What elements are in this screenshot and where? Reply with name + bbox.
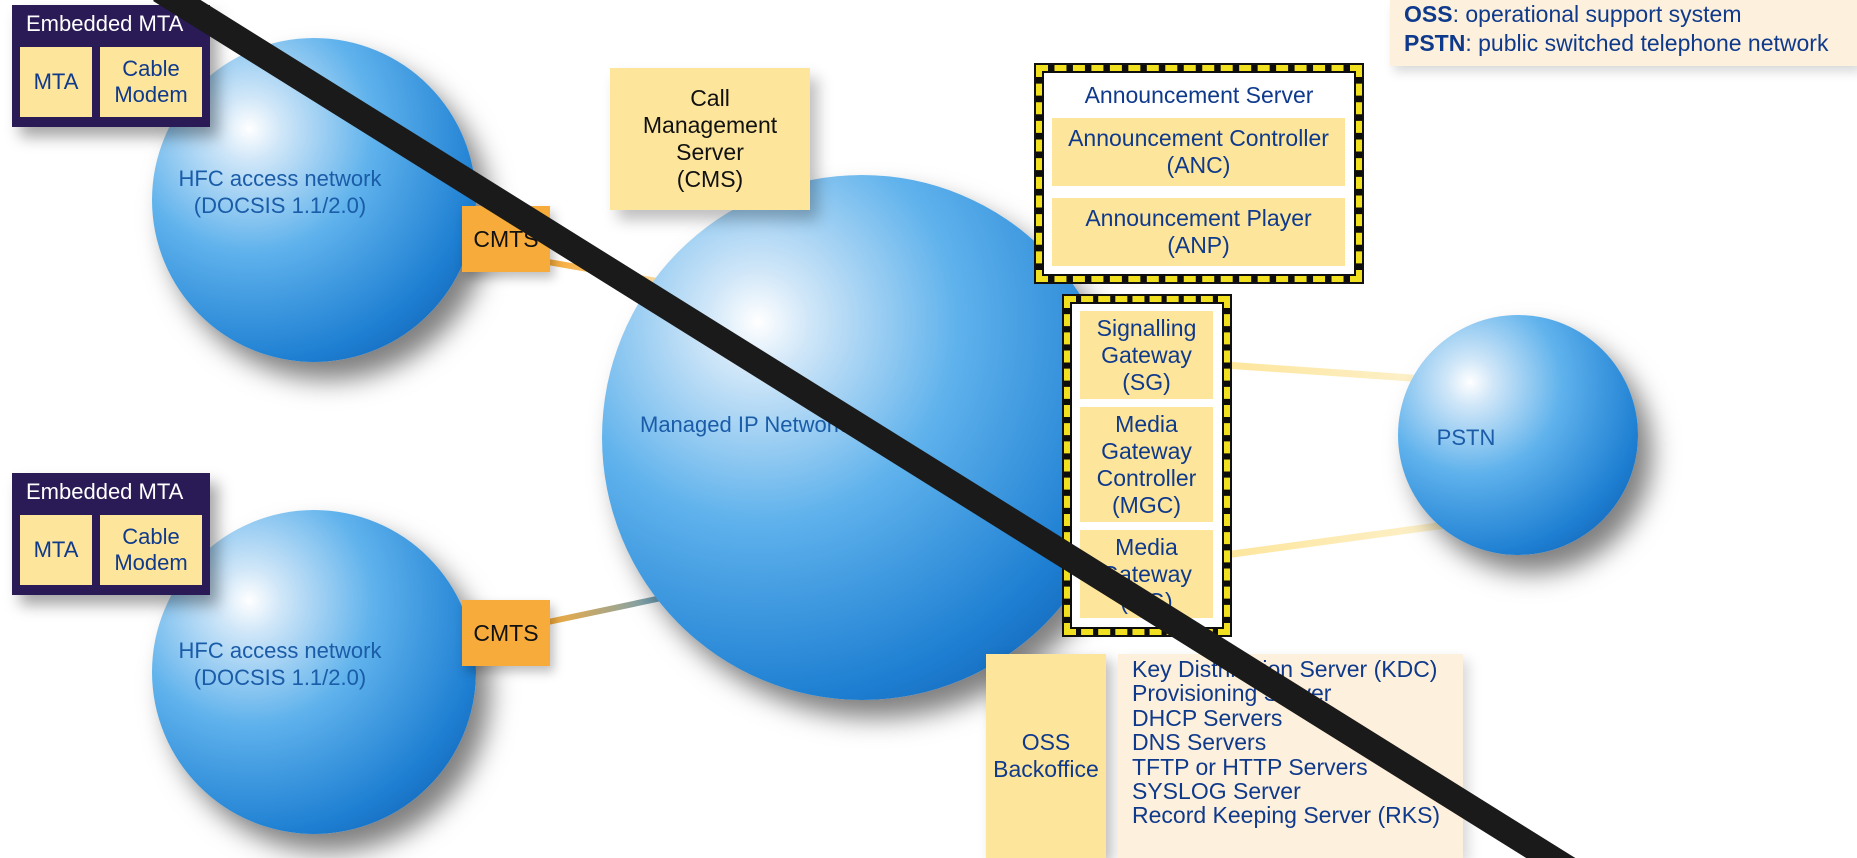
cable-modem-box: Cable Modem <box>100 47 202 117</box>
oss-server-item: TFTP or HTTP Servers <box>1132 753 1368 780</box>
legend-term: PSTN <box>1404 30 1466 56</box>
oss-server-item: SYSLOG Server <box>1132 778 1301 805</box>
cable-modem-box: Cable Modem <box>100 515 202 585</box>
mta-box: MTA <box>20 515 92 585</box>
line-mg-pstn <box>1224 519 1461 559</box>
legend-desc: : public switched telephone network <box>1465 30 1829 56</box>
legend-term: OSS <box>1404 1 1453 27</box>
oss-backoffice-box: OSS Backoffice <box>986 654 1106 858</box>
embedded-mta-top: Embedded MTA MTA Cable Modem <box>12 5 210 127</box>
mta-box: MTA <box>20 47 92 117</box>
legend: OSS: operational support system PSTN: pu… <box>1390 0 1857 66</box>
announcement-controller-box: Announcement Controller (ANC) <box>1052 118 1345 186</box>
signalling-gateway-box: Signalling Gateway (SG) <box>1080 311 1213 399</box>
pstn-cloud <box>1398 315 1638 555</box>
hfc-network-top-label: HFC access network (DOCSIS 1.1/2.0) <box>178 166 382 218</box>
announcement-player-box: Announcement Player (ANP) <box>1052 198 1345 266</box>
managed-ip-network-label: Managed IP Network <box>640 412 846 437</box>
embedded-mta-bottom: Embedded MTA MTA Cable Modem <box>12 473 210 595</box>
announcement-server-title: Announcement Server <box>1084 82 1314 108</box>
oss-server-item: Record Keeping Server (RKS) <box>1132 802 1441 829</box>
line-sg-pstn <box>1224 361 1441 384</box>
legend-item-oss: OSS: operational support system <box>1404 0 1844 29</box>
cmts-bottom-box: CMTS <box>462 600 550 666</box>
embedded-mta-title: Embedded MTA <box>26 479 184 504</box>
oss-server-item: DHCP Servers <box>1132 704 1283 731</box>
pstn-label: PSTN <box>1436 425 1496 450</box>
hfc-network-bottom-label: HFC access network (DOCSIS 1.1/2.0) <box>178 638 382 690</box>
legend-item-pstn: PSTN: public switched telephone network <box>1404 29 1844 58</box>
call-management-server-box: Call Management Server (CMS) <box>610 68 810 210</box>
embedded-mta-title: Embedded MTA <box>26 11 184 36</box>
media-gateway-controller-box: Media Gateway Controller (MGC) <box>1080 407 1213 522</box>
legend-desc: : operational support system <box>1452 1 1742 27</box>
oss-server-item: DNS Servers <box>1132 729 1267 756</box>
